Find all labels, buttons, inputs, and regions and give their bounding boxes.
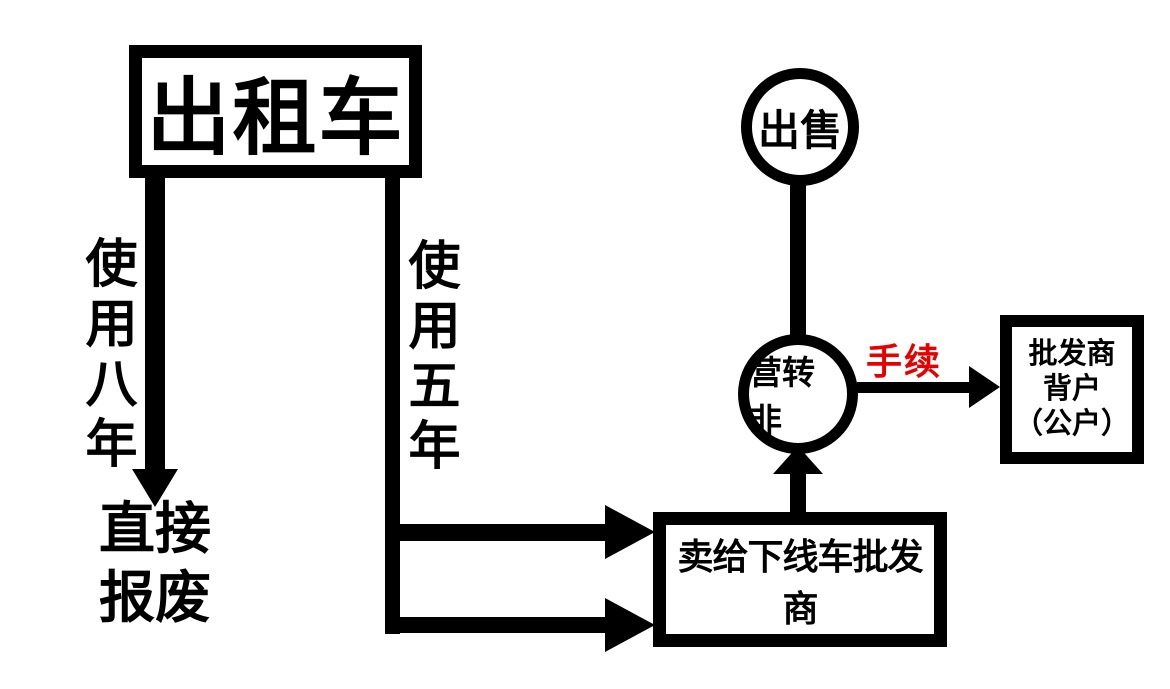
sell-node-label: 出售 xyxy=(757,106,842,154)
to-wholesaler-lower-arrowhead-icon xyxy=(605,598,655,652)
yingzhuanfei-node-label: 营转非 xyxy=(749,354,815,439)
to-wholesaler-upper-arrow-line xyxy=(385,524,607,541)
sell-to-yingzhuanfei-line xyxy=(790,184,806,336)
procedures-label: 手续 xyxy=(866,341,943,382)
direct-scrap-line2: 报废 xyxy=(99,566,211,630)
wholesaler-node-label: 卖给下线车批发商 xyxy=(677,535,923,629)
yingzhuanfei-node: 营转非 xyxy=(738,334,858,454)
use-eight-years-label: 使用八年 xyxy=(77,236,135,476)
wholesaler-node: 卖给下线车批发商 xyxy=(653,512,947,647)
use-five-years-line xyxy=(385,177,400,634)
use-eight-years-arrow-line xyxy=(145,177,165,469)
buyer-node-line1: 批发商 xyxy=(1028,338,1116,371)
buyer-node-line3: （公户） xyxy=(1013,407,1130,440)
procedures-arrow-line xyxy=(857,382,971,393)
sell-node: 出售 xyxy=(741,68,859,186)
taxi-node: 出租车 xyxy=(129,45,422,178)
use-eight-years-arrowhead-icon xyxy=(132,469,178,507)
taxi-node-label: 出租车 xyxy=(146,71,405,165)
to-wholesaler-lower-arrow-line xyxy=(385,617,607,633)
to-wholesaler-upper-arrowhead-icon xyxy=(605,505,655,559)
buyer-node-line2: 背户 xyxy=(1042,373,1101,406)
use-five-years-label: 使用五年 xyxy=(400,238,458,478)
wholesaler-to-yingzhuanfei-arrow-line xyxy=(790,461,806,513)
direct-scrap-label: 直接 报废 xyxy=(70,494,240,633)
procedures-arrowhead-icon xyxy=(969,366,1000,408)
direct-scrap-line1: 直接 xyxy=(99,497,211,560)
buyer-node: 批发商 背户 （公户） xyxy=(1000,315,1144,464)
